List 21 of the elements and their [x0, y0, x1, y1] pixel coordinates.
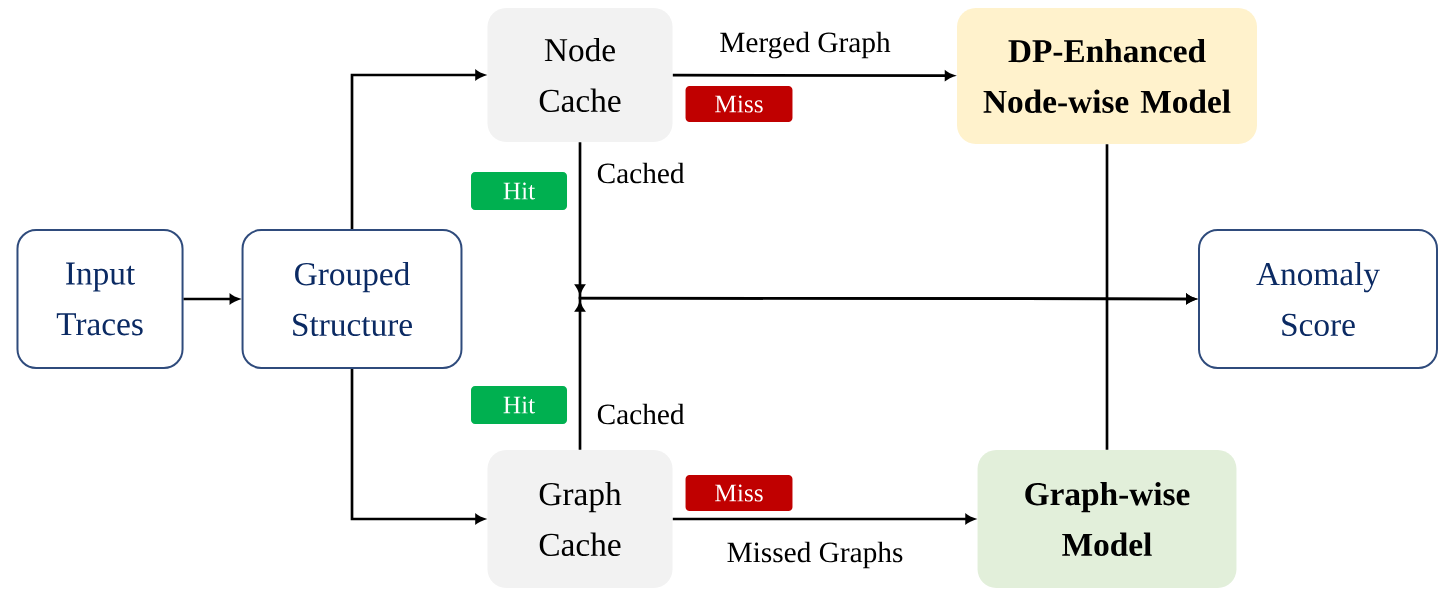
arrow: [672, 514, 975, 524]
arrow: [672, 70, 955, 81]
model-box: Graph-wise Model: [977, 450, 1237, 588]
edge-label: Merged Graph: [718, 30, 892, 60]
process-box: Anomaly Score: [1198, 229, 1438, 369]
edge-label: Missed Graphs: [725, 540, 905, 570]
arrow: [183, 294, 239, 304]
model-box: DP-Enhanced Node-wise Model: [957, 8, 1257, 144]
miss-badge: Miss: [685, 86, 793, 122]
arrow: [350, 70, 485, 229]
edge-label: Cached: [597, 403, 685, 425]
process-box: Grouped Structure: [241, 229, 463, 369]
cache-box: Graph Cache: [487, 450, 673, 588]
hit-badge: Hit: [471, 386, 567, 424]
arrow: [350, 369, 485, 524]
edge-label: Cached: [597, 162, 685, 184]
process-box: Input Traces: [16, 229, 184, 369]
cache-box: Node Cache: [487, 8, 673, 142]
miss-badge: Miss: [685, 475, 793, 511]
hit-badge: Hit: [471, 172, 567, 210]
arrow: [575, 294, 1196, 450]
